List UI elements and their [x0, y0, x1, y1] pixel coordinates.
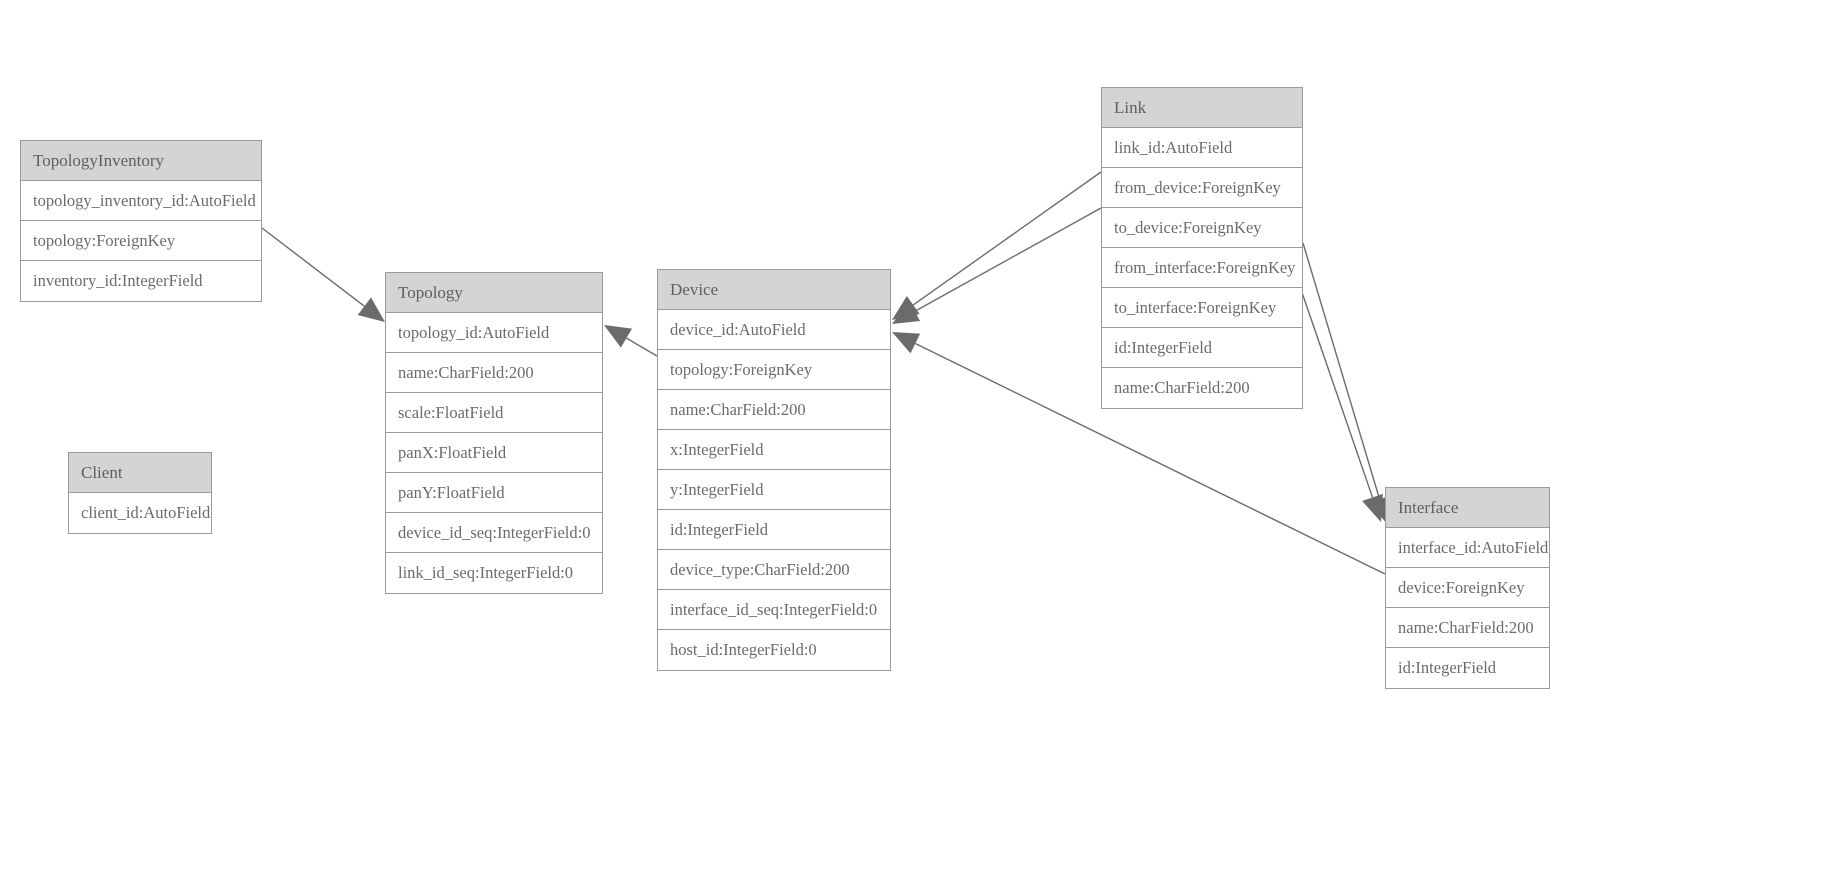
entity-title-client: Client	[69, 453, 211, 493]
entity-field[interactable]: name:CharField:200	[1114, 378, 1250, 397]
entity-field[interactable]: name:CharField:200	[658, 390, 890, 430]
entity-field[interactable]: scale:FloatField	[386, 393, 602, 433]
entity-field[interactable]: client_id:AutoField	[81, 503, 211, 522]
entity-field[interactable]: device_id:AutoField	[658, 310, 890, 350]
relationship-line	[1302, 242, 1381, 500]
entity-field[interactable]: interface_id:AutoField	[1386, 528, 1549, 568]
entity-field[interactable]: y:IntegerField	[658, 470, 890, 510]
entity-field[interactable]: device_id_seq:IntegerField:0	[386, 513, 602, 553]
entity-client[interactable]: Client client_id:AutoField	[68, 452, 212, 534]
relationship-line	[912, 171, 1102, 306]
relationship-arrowhead	[604, 325, 632, 348]
entity-field[interactable]: x:IntegerField	[658, 430, 890, 470]
entity-field[interactable]: from_interface:ForeignKey	[1102, 248, 1302, 288]
relationship-link-to-device-to-device	[892, 207, 1102, 324]
relationship-arrowhead	[892, 332, 921, 354]
relationship-arrowhead	[892, 301, 921, 324]
entity-field[interactable]: id:IntegerField	[658, 510, 890, 550]
relationship-arrowhead	[1362, 493, 1383, 522]
entity-field[interactable]: id:IntegerField	[1102, 328, 1302, 368]
entity-field[interactable]: host_id:IntegerField:0	[670, 640, 817, 659]
entity-field[interactable]: link_id_seq:IntegerField:0	[398, 563, 574, 582]
relationship-line	[914, 207, 1102, 312]
entity-field[interactable]: interface_id_seq:IntegerField:0	[658, 590, 890, 630]
entity-field[interactable]: inventory_id:IntegerField	[33, 271, 203, 290]
relationship-device-to-topology	[604, 325, 658, 357]
entity-field[interactable]: topology:ForeignKey	[658, 350, 890, 390]
entity-fields-client: client_id:AutoField	[69, 493, 211, 533]
entity-field[interactable]: id:IntegerField	[1398, 658, 1497, 677]
relationship-topologyinventory-to-topology	[261, 227, 385, 322]
relationship-link-from-device-to-device	[892, 171, 1102, 320]
relationship-line	[261, 227, 365, 307]
entity-title-device: Device	[658, 270, 890, 310]
entity-field[interactable]: device_type:CharField:200	[658, 550, 890, 590]
relationship-arrowhead	[357, 297, 385, 322]
relationship-line	[1296, 277, 1374, 498]
entity-field[interactable]: from_device:ForeignKey	[1102, 168, 1302, 208]
entity-field[interactable]: panX:FloatField	[386, 433, 602, 473]
entity-field[interactable]: panY:FloatField	[386, 473, 602, 513]
entity-field[interactable]: topology_id:AutoField	[386, 313, 602, 353]
entity-field[interactable]: topology:ForeignKey	[21, 221, 261, 261]
entity-field[interactable]: to_interface:ForeignKey	[1102, 288, 1302, 328]
entity-field[interactable]: name:CharField:200	[386, 353, 602, 393]
relationship-arrowhead	[892, 295, 920, 320]
relationship-link-to-interface-to-interface	[1296, 277, 1383, 522]
entity-field[interactable]: device:ForeignKey	[1386, 568, 1549, 608]
entity-field[interactable]: to_device:ForeignKey	[1102, 208, 1302, 248]
entity-title-interface: Interface	[1386, 488, 1549, 528]
relationship-link-from-interface-to-interface	[1302, 242, 1391, 524]
entity-title-link: Link	[1102, 88, 1302, 128]
entity-field[interactable]: topology_inventory_id:AutoField	[21, 181, 261, 221]
entity-title-topology: Topology	[386, 273, 602, 313]
relationship-line	[626, 337, 658, 357]
entity-field[interactable]: name:CharField:200	[1386, 608, 1549, 648]
entity-field[interactable]: link_id:AutoField	[1102, 128, 1302, 168]
entity-title-topology_inventory: TopologyInventory	[21, 141, 261, 181]
